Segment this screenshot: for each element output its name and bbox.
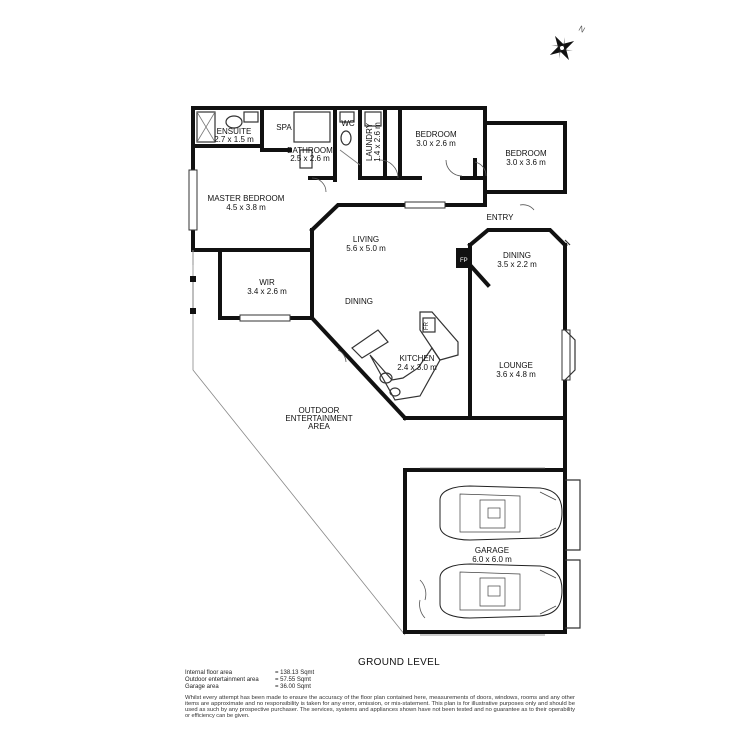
room-label-garage: GARAGE [475,546,509,555]
car-icon [439,563,563,619]
room-label-outdoor-3: AREA [308,422,330,431]
room-label-fp: FP [460,258,468,264]
disclaimer-line: Whilst every attempt has been made to en… [185,695,575,701]
room-label-outdoor-2: ENTERTAINMENT [285,414,352,423]
room-size-dining-east: 3.5 x 2.2 m [497,260,537,269]
garage [403,416,581,636]
area-label-outdoor: Outdoor entertainment area [185,677,259,683]
area-value-outdoor: = 57.55 Sqmt [275,677,311,683]
fireplace [456,248,468,268]
kitchen-benches [351,311,459,401]
compass-north-label: N [577,24,587,35]
room-label-ensuite: ENSUITE [217,127,252,136]
area-label-garage: Garage area [185,684,219,690]
room-size-ensuite: 2.7 x 1.5 m [214,135,254,144]
disclaimer: Whilst every attempt has been made to en… [185,695,575,719]
room-size-bathroom: 2.5 x 2.6 m [290,154,330,163]
doors [311,159,535,619]
room-label-laundry: LAUNDRY [365,122,374,161]
room-label-lounge: LOUNGE [499,361,533,370]
room-size-master-bedroom: 4.5 x 3.8 m [226,203,266,212]
room-size-living: 5.6 x 5.0 m [346,244,386,253]
room-label-bedroom-3: BEDROOM [505,149,547,158]
room-size-garage: 6.0 x 6.0 m [472,555,512,564]
area-value-garage: = 36.00 Sqmt [275,684,311,690]
area-value-internal: = 138.13 Sqmt [275,670,315,676]
post [190,276,196,282]
room-label-wc: WC [341,119,355,128]
plan-title: GROUND LEVEL [358,657,440,668]
room-label-dining-central: DINING [345,297,373,306]
car-icon [439,485,563,541]
windows [188,169,576,381]
room-size-wir: 3.4 x 2.6 m [247,287,287,296]
room-label-spa: SPA [276,123,292,132]
bathroom-fixtures [196,111,382,169]
room-label-fr: FR [424,321,430,330]
room-label-master-bedroom: MASTER BEDROOM [208,194,285,203]
room-size-bedroom-2: 3.0 x 2.6 m [416,139,456,148]
room-size-bedroom-3: 3.0 x 3.6 m [506,158,546,167]
post [190,308,196,314]
room-label-dining-east: DINING [503,251,531,260]
room-label-bathroom: BATHROOM [287,146,333,155]
room-size-laundry: 1.4 x 2.6 m [373,122,382,162]
area-label-internal: Internal floor area [185,670,233,676]
room-label-living: LIVING [353,235,379,244]
compass-rose-icon [549,35,575,61]
room-label-outdoor-1: OUTDOOR [299,406,340,415]
area-summary: Internal floor area = 138.13 Sqmt Outdoo… [185,670,315,690]
room-size-lounge: 3.6 x 4.8 m [496,370,536,379]
disclaimer-line: items are approximate and no responsibil… [185,701,575,707]
room-label-wir: WIR [259,278,275,287]
room-label-entry: ENTRY [487,213,515,222]
disclaimer-line: used as such by any prospective purchase… [185,707,575,713]
room-label-kitchen: KITCHEN [399,354,434,363]
room-label-bedroom-2: BEDROOM [415,130,457,139]
room-size-kitchen: 2.4 x 3.0 m [397,363,437,372]
disclaimer-line: or efficiency can be given. [185,713,250,719]
outdoor-area-outline [190,250,406,636]
